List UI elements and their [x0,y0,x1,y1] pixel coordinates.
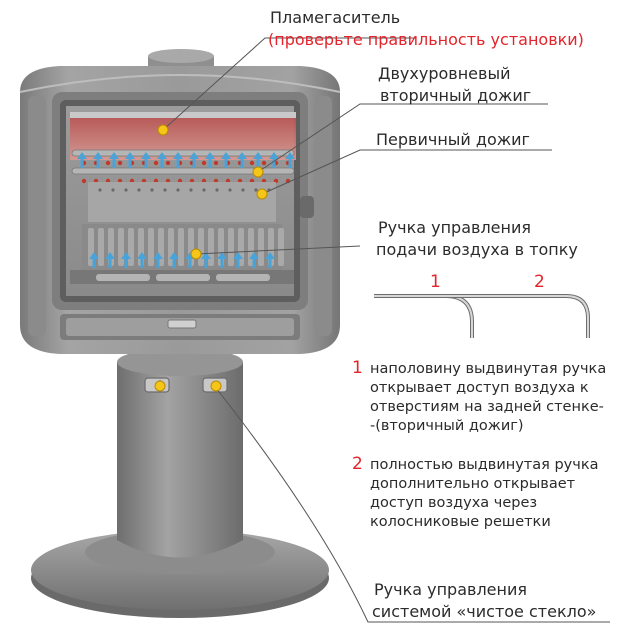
back-wall-hole [124,188,128,192]
primary-air-arrow-head [201,252,211,259]
secondary-air-arrow-head [109,152,119,159]
secondary-air-arrow-head [269,152,279,159]
back-wall-hole [137,188,141,192]
secondary-air-hole [261,160,267,166]
back-wall-hole [254,188,258,192]
secondary-air-arrow-head [141,152,151,159]
primary-burn-label: Первичный дожиг [376,130,530,149]
secondary-air-hole [249,160,255,166]
callout-markers [154,124,268,392]
note-2-text: полностью выдвинутая ручка дополнительно… [370,456,598,532]
secondary-air-hole [213,160,219,166]
grate-bar [178,228,184,266]
firebox-back-wall [88,182,276,222]
grate-bar [278,228,284,266]
secondary-air-arrow-head [157,152,167,159]
secondary-air-arrow-head [77,152,87,159]
ash-drawer [60,314,300,340]
note-2-line: доступ воздуха через [370,495,538,511]
secondary-air-arrow-head [93,152,103,159]
stove-pedestal [117,348,243,558]
back-wall-hole [163,188,167,192]
grate-bar [208,228,214,266]
primary-air-arrow-head [121,252,131,259]
handle-position-1-number: 1 [430,272,441,292]
primary-air-arrow-head [89,252,99,259]
note-2-line: дополнительно открывает [370,476,576,492]
grate-bar [258,228,264,266]
secondary-air-arrow-head [205,152,215,159]
back-wall-hole [150,188,154,192]
secondary-air-tube [71,167,295,175]
clean-glass-label-line1: Ручка управления [374,580,527,599]
back-wall-hole [111,188,115,192]
handle-position-diagram [374,294,590,338]
secondary-air-arrow-head [253,152,263,159]
grate-bar [98,228,104,266]
note-2-line: полностью выдвинутая ручка [370,457,599,473]
note-2-line: колосниковые решетки [370,514,551,530]
stove-base [31,530,329,618]
primary-air-arrow-head [105,252,115,259]
back-wall-hole [189,188,193,192]
note-1-text: наполовину выдвинутая ручка открывает до… [370,360,606,436]
back-wall-hole [215,188,219,192]
primary-air-arrow-head [153,252,163,259]
back-wall-hole [202,188,206,192]
secondary-air-arrow-head [125,152,135,159]
air-handle-label-line1: Ручка управления [378,218,531,237]
primary-air-arrow-head [265,252,275,259]
grate [70,224,294,284]
primary-air-arrow-head [217,252,227,259]
note-1-line: отверстиям на задней стенке- [370,399,604,415]
primary-air-arrow-head [137,252,147,259]
secondary-air-arrow-head [173,152,183,159]
flame-arrester-label: Пламегаситель [270,8,401,27]
secondary-air-tube [71,149,295,157]
note-2-number: 2 [352,454,363,474]
back-wall-hole [98,188,102,192]
primary-air-arrow-head [233,252,243,259]
secondary-air-arrow-head [189,152,199,159]
grate-bar [228,228,234,266]
secondary-air-arrow-head [237,152,247,159]
secondary-air-hole [105,160,111,166]
primary-air-arrow-head [249,252,259,259]
clean-glass-label-line2: системой «чистое стекло» [372,602,597,621]
leader-lines [159,37,610,623]
back-wall-hole [176,188,180,192]
handle-position-2-number: 2 [534,272,545,292]
grate-bar [148,228,154,266]
back-wall-hole [228,188,232,192]
grate-bar [118,228,124,266]
grate-bar [128,228,134,266]
secondary-burn-label-line1: Двухуровневый [378,64,511,83]
grate-bar [198,228,204,266]
primary-air-arrow-head [169,252,179,259]
note-1-number: 1 [352,358,363,378]
note-1-line: открывает доступ воздуха к [370,380,589,396]
secondary-air-hole [117,160,123,166]
secondary-burn-label-line2: вторичный дожиг [380,86,532,105]
secondary-air-hole [165,160,171,166]
secondary-air-hole [81,178,87,184]
secondary-air-arrow-head [285,152,295,159]
air-handle-label-line2: подачи воздуха в топку [376,240,578,259]
secondary-air-hole [153,160,159,166]
secondary-air-hole [201,160,207,166]
note-1-line: -(вторичный дожиг) [370,418,524,434]
back-wall-hole [241,188,245,192]
flame-arrester-note: (проверьте правильность установки) [268,30,584,49]
note-1-line: наполовину выдвинутая ручка [370,361,607,377]
secondary-air-arrow-head [221,152,231,159]
secondary-air-tubes [71,149,295,184]
